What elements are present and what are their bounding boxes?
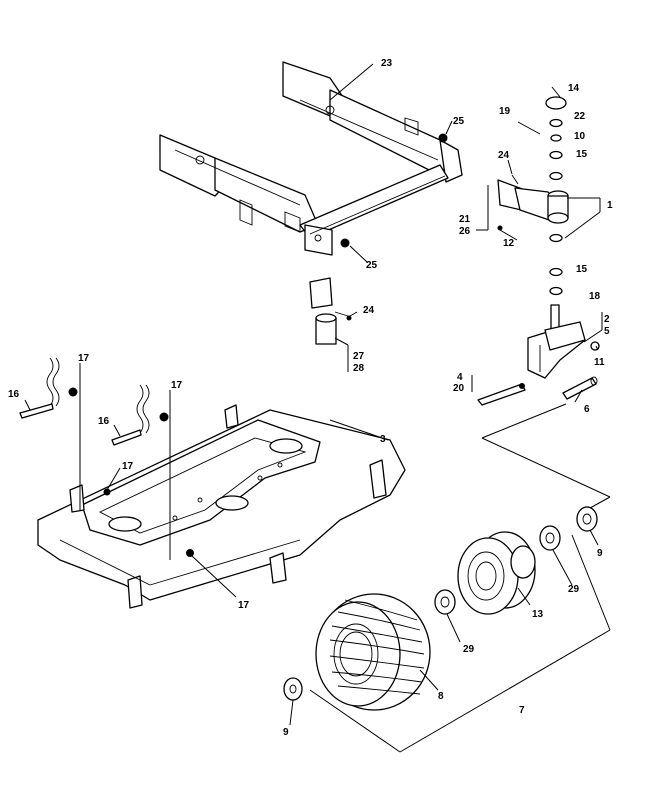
callout-4: 4 bbox=[457, 372, 463, 383]
lift-chain-left bbox=[19, 357, 78, 419]
callout-12: 12 bbox=[503, 238, 515, 249]
callout-9-left: 9 bbox=[283, 727, 289, 738]
callout-28: 28 bbox=[353, 363, 365, 374]
callout-14: 14 bbox=[568, 83, 580, 94]
callout-25-upper: 25 bbox=[453, 116, 465, 127]
callout-29-left: 29 bbox=[463, 644, 475, 655]
callout-17-d: 17 bbox=[238, 600, 250, 611]
callout-16-left: 16 bbox=[8, 389, 20, 400]
callout-17-a: 17 bbox=[78, 353, 90, 364]
callout-17-c: 17 bbox=[122, 461, 134, 472]
caster-tire bbox=[315, 593, 431, 711]
spindle-hardware-stack bbox=[517, 96, 567, 296]
leader-lines bbox=[24, 63, 611, 753]
callout-9-right: 9 bbox=[597, 548, 603, 559]
callout-17-b: 17 bbox=[171, 380, 183, 391]
callout-7: 7 bbox=[519, 705, 525, 716]
callout-24-upper: 24 bbox=[498, 150, 510, 161]
callout-23: 23 bbox=[381, 58, 393, 69]
callout-13: 13 bbox=[532, 609, 544, 620]
callout-27: 27 bbox=[353, 351, 365, 362]
callout-3: 3 bbox=[380, 434, 386, 445]
callout-5: 5 bbox=[604, 326, 610, 337]
callout-19: 19 bbox=[499, 106, 511, 117]
pivot-tube bbox=[309, 277, 352, 345]
wheel-hardware bbox=[283, 506, 598, 701]
lift-chain-right bbox=[111, 384, 169, 446]
mower-deck bbox=[37, 404, 406, 609]
frame-assembly bbox=[159, 61, 463, 256]
callout-10: 10 bbox=[574, 131, 586, 142]
caster-rim bbox=[457, 531, 536, 615]
callout-6: 6 bbox=[584, 404, 590, 415]
callout-11: 11 bbox=[594, 357, 605, 368]
caster-yoke bbox=[497, 174, 569, 231]
callout-8: 8 bbox=[438, 691, 444, 702]
caster-fork bbox=[477, 304, 600, 406]
callout-20: 20 bbox=[453, 383, 465, 394]
callout-16-right: 16 bbox=[98, 416, 110, 427]
callout-labels: 1 2 3 4 5 6 7 8 9 9 10 11 12 13 14 15 15… bbox=[8, 58, 613, 738]
callout-21: 21 bbox=[459, 214, 471, 225]
callout-22: 22 bbox=[574, 111, 586, 122]
callout-15-lower: 15 bbox=[576, 264, 588, 275]
callout-25-lower: 25 bbox=[366, 260, 378, 271]
callout-18: 18 bbox=[589, 291, 601, 302]
callout-29-right: 29 bbox=[568, 584, 580, 595]
callout-1: 1 bbox=[607, 200, 613, 211]
callout-26: 26 bbox=[459, 226, 471, 237]
callout-15-upper: 15 bbox=[576, 149, 588, 160]
callout-2: 2 bbox=[604, 314, 610, 325]
callout-24-lower: 24 bbox=[363, 305, 375, 316]
